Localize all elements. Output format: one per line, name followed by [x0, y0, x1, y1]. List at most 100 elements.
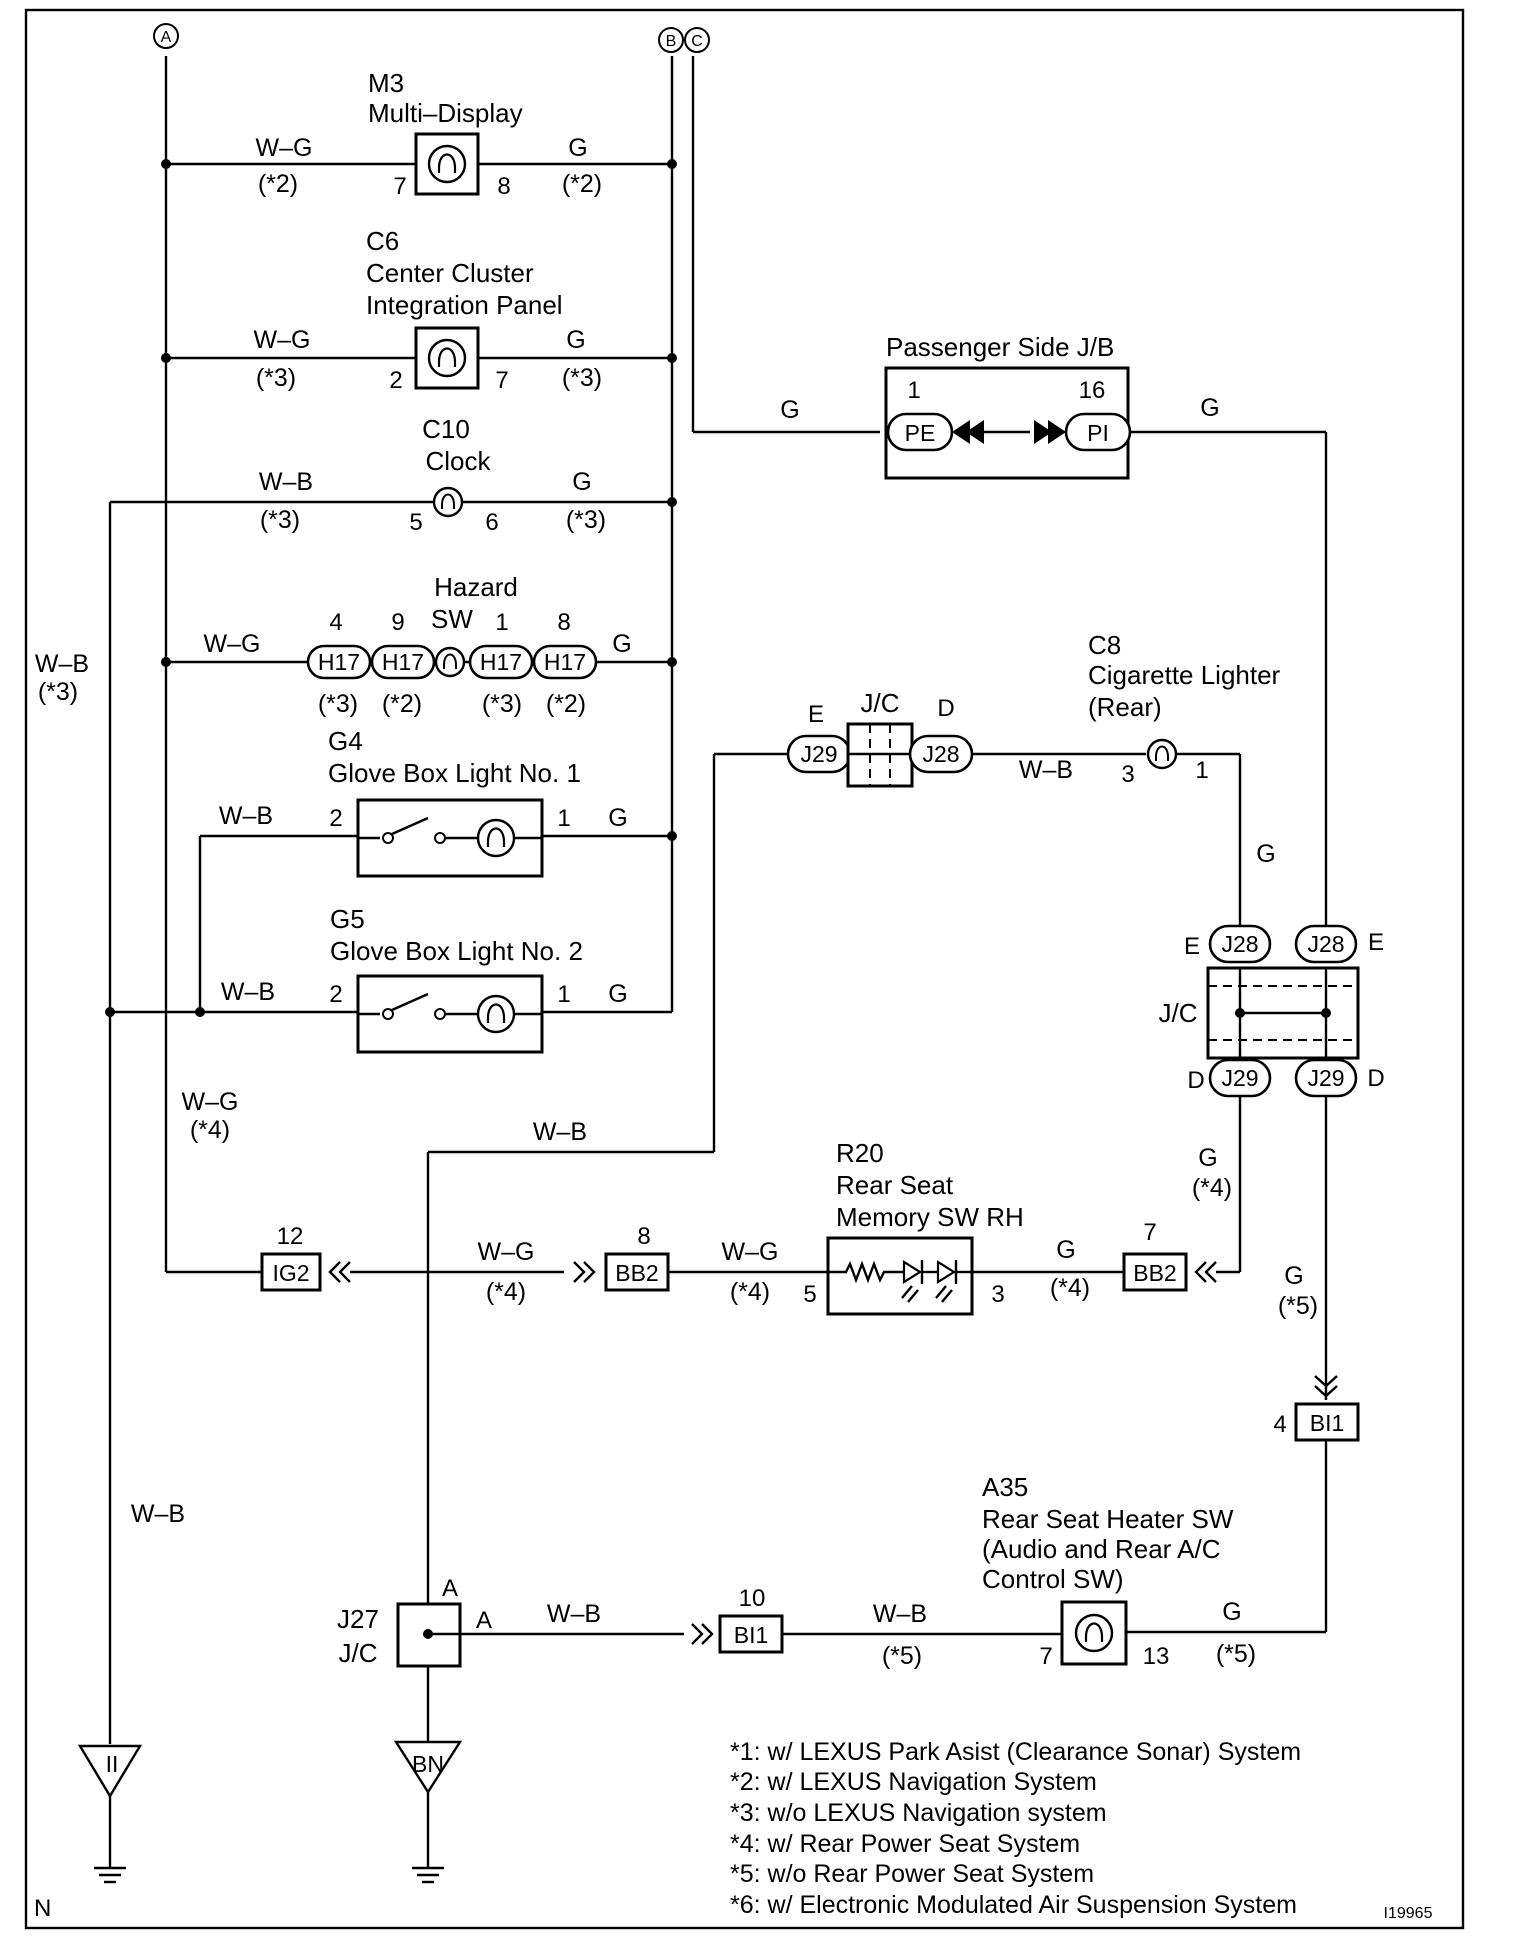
c6-code: C6 [366, 226, 399, 256]
jc-right-pin-tr: E [1368, 929, 1384, 956]
ground-left [77, 1744, 143, 1884]
r20-pin-right: 3 [991, 1281, 1004, 1308]
hazard-conn-2: H17 [382, 649, 424, 675]
c10-pin-left: 5 [409, 509, 422, 536]
bus-b-label: B [666, 33, 677, 50]
jc-top-wire-out: W–B [1019, 756, 1073, 784]
hazard-note-1: (*3) [318, 690, 358, 718]
j27-wire-out: W–B [547, 1600, 601, 1628]
c8-name-2: (Rear) [1088, 692, 1162, 722]
a35-pin-right: 13 [1143, 1643, 1170, 1670]
pjb-conn-right: PI [1087, 420, 1109, 446]
g5-code: G5 [330, 904, 365, 934]
note-6: *6: w/ Electronic Modulated Air Suspensi… [730, 1891, 1297, 1919]
jc-right-pin-br: D [1367, 1065, 1384, 1092]
hazard-conn-4: H17 [544, 649, 586, 675]
r20-name-2: Memory SW RH [836, 1202, 1024, 1232]
left-wire-note: (*3) [38, 678, 78, 706]
bb2-left-note-out: (*4) [730, 1278, 770, 1306]
jc-right-conn-br: J29 [1307, 1065, 1344, 1091]
c6-left-wire: W–G [254, 326, 311, 354]
m3-left-note: (*2) [258, 170, 298, 198]
bb2-right-pin: 7 [1143, 1219, 1156, 1246]
g5-left-wire: W–B [221, 978, 275, 1006]
c10-right-wire: G [572, 468, 591, 496]
bus-b-marker [658, 27, 684, 53]
g5-name: Glove Box Light No. 2 [330, 936, 583, 966]
jc-right-pin-tl: E [1184, 933, 1200, 960]
g4-pin-right: 1 [557, 805, 570, 832]
j27-pin-right: A [476, 1607, 492, 1634]
c8-pin-left: 3 [1121, 761, 1134, 788]
g4-name: Glove Box Light No. 1 [328, 758, 581, 788]
a35-code: A35 [982, 1472, 1028, 1502]
bb2-right-wire-in: G [1056, 1236, 1075, 1264]
c6-pin-right: 7 [495, 367, 508, 394]
bb2-right-note-in: (*4) [1050, 1274, 1090, 1302]
bi1-right-conn: BI1 [1310, 1410, 1345, 1436]
pjb-wire-out: G [1200, 394, 1219, 422]
c6-pin-left: 2 [389, 367, 402, 394]
jc-right-down-note: (*4) [1192, 1174, 1232, 1202]
c10-left-wire: W–B [259, 468, 313, 496]
c6-name-1: Center Cluster [366, 258, 534, 288]
jc-right-label: J/C [1159, 998, 1198, 1028]
c8-wire-down: G [1256, 840, 1275, 868]
jc-right-conn-tr: J28 [1307, 931, 1344, 957]
pjb-pin-left: 1 [907, 377, 920, 404]
bus-a-label: A [161, 29, 172, 46]
m3-pin-right: 8 [497, 173, 510, 200]
note-1: *1: w/ LEXUS Park Asist (Clearance Sonar… [730, 1738, 1301, 1766]
bi1-right-pin: 4 [1273, 1411, 1286, 1438]
c8-code: C8 [1088, 630, 1121, 660]
a35-name-3: Control SW) [982, 1564, 1124, 1594]
a-bus-lower-wire: W–G [182, 1088, 239, 1116]
c8-name-1: Cigarette Lighter [1088, 660, 1281, 690]
ground-mid [393, 1740, 463, 1884]
a35-name-1: Rear Seat Heater SW [982, 1504, 1234, 1534]
c10-name: Clock [425, 446, 491, 476]
bb2-left-note-in: (*4) [486, 1278, 526, 1306]
jc-top-conn-right: J28 [922, 741, 959, 767]
corner-label: N [34, 1895, 51, 1922]
g4-left-wire: W–B [219, 802, 273, 830]
hazard-note-2: (*2) [382, 690, 422, 718]
hazard-conn-1: H17 [318, 649, 360, 675]
a35-wire-out: G [1222, 1598, 1241, 1626]
ig2-conn: IG2 [272, 1260, 309, 1286]
g5-pin-left: 2 [329, 981, 342, 1008]
g4-right-wire: G [608, 804, 627, 832]
hazard-right-wire: G [612, 630, 631, 658]
jc-top-conn-left: J29 [800, 741, 837, 767]
jc-top-pin-right: D [937, 695, 954, 722]
m3-name: Multi–Display [368, 98, 523, 128]
note-3: *3: w/o LEXUS Navigation system [730, 1799, 1107, 1827]
ground-left-wire: W–B [131, 1500, 185, 1528]
ig2-pin: 12 [277, 1223, 304, 1250]
r20-pin-left: 5 [803, 1281, 816, 1308]
m3-right-wire: G [568, 134, 587, 162]
g4-code: G4 [328, 726, 363, 756]
pjb-name: Passenger Side J/B [886, 332, 1114, 362]
hazard-name-1: Hazard [434, 572, 518, 602]
bi1-left-conn: BI1 [734, 1622, 769, 1648]
hazard-note-3: (*3) [482, 690, 522, 718]
pjb-conn-left: PE [905, 420, 936, 446]
bus-a-marker [153, 23, 179, 49]
hazard-pin-1: 4 [329, 609, 342, 636]
m3-pin-left: 7 [393, 173, 406, 200]
bus-c-marker [684, 27, 710, 53]
hazard-pin-3: 1 [495, 609, 508, 636]
a-bus-lower-note: (*4) [190, 1116, 230, 1144]
g5-right-wire: G [608, 980, 627, 1008]
hazard-name-2: SW [431, 604, 473, 634]
pjb-wire-in: G [780, 396, 799, 424]
jc-right-conn-tl: J28 [1221, 931, 1258, 957]
jc-right-down-wire: G [1198, 1144, 1217, 1172]
hazard-connectors [306, 644, 598, 680]
a35-name-2: (Audio and Rear A/C [982, 1534, 1220, 1564]
bi1-left-wire-out: W–B [873, 1600, 927, 1628]
left-wire-label: W–B [35, 650, 89, 678]
c10-code: C10 [422, 414, 470, 444]
hazard-pin-4: 8 [557, 609, 570, 636]
